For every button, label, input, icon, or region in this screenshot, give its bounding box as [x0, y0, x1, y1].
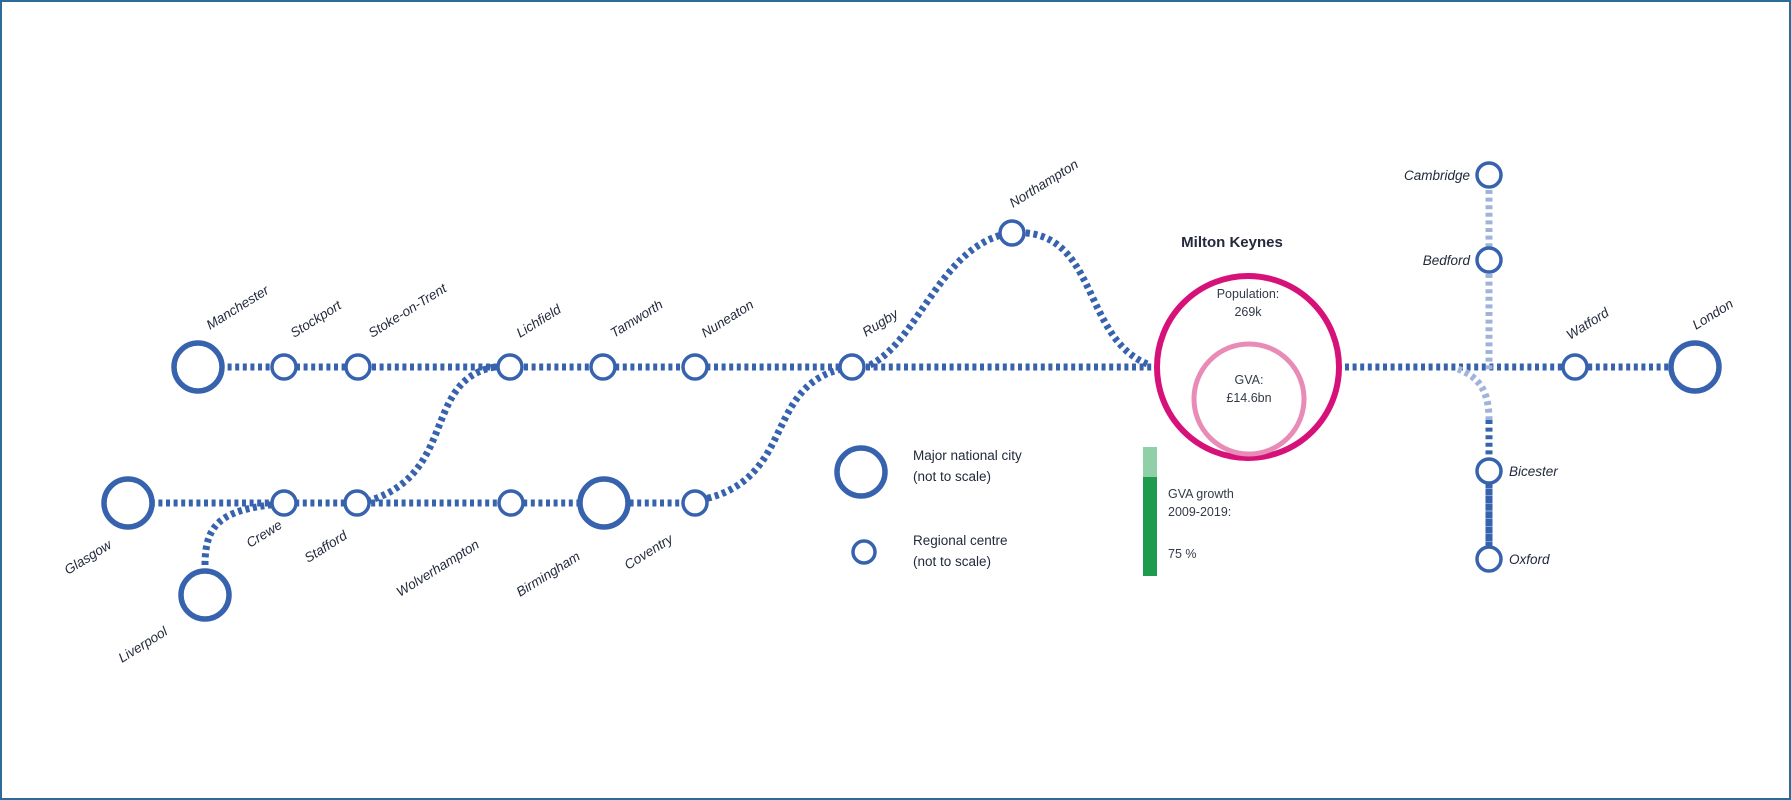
- track-junction-curve: [1456, 365, 1493, 421]
- label-stockport: Stockport: [288, 297, 345, 341]
- label-nuneaton: Nuneaton: [699, 297, 757, 341]
- label-manchester: Manchester: [204, 282, 272, 332]
- track-northampton-loop: [868, 229, 1152, 369]
- station-labels: Manchester Stockport Stoke-on-Trent Lich…: [62, 156, 1736, 665]
- legend-major-line2: (not to scale): [913, 469, 991, 484]
- label-northampton: Northampton: [1007, 156, 1081, 210]
- label-bedford: Bedford: [1423, 253, 1471, 268]
- growth-value: 75 %: [1168, 547, 1197, 561]
- population-label: Population:: [1217, 287, 1280, 301]
- label-crewe: Crewe: [244, 517, 285, 550]
- station-wolverhampton: [497, 489, 525, 517]
- label-glasgow: Glasgow: [62, 536, 116, 577]
- station-london: [1668, 340, 1722, 394]
- station-stafford: [343, 489, 371, 517]
- label-cambridge: Cambridge: [1404, 168, 1470, 183]
- station-coventry: [681, 489, 709, 517]
- label-lichfield: Lichfield: [514, 301, 564, 340]
- label-stoke-on-trent: Stoke-on-Trent: [366, 280, 451, 341]
- population-value: 269k: [1234, 305, 1262, 319]
- station-liverpool: [178, 568, 232, 622]
- milton-keynes-feature: Milton Keynes Population: 269k GVA: £14.…: [1143, 234, 1342, 576]
- track-coventry-rugby: [699, 363, 853, 504]
- station-manchester: [171, 340, 225, 394]
- milton-keynes-title: Milton Keynes: [1181, 234, 1283, 251]
- label-tamworth: Tamworth: [608, 297, 666, 341]
- station-rugby: [838, 353, 866, 381]
- growth-label-2: 2009-2019:: [1168, 505, 1231, 519]
- label-rugby: Rugby: [860, 305, 902, 339]
- label-london: London: [1690, 296, 1736, 333]
- station-oxford: [1475, 545, 1503, 573]
- station-nuneaton: [681, 353, 709, 381]
- label-watford: Watford: [1564, 305, 1612, 343]
- gva-label: GVA:: [1235, 373, 1264, 387]
- label-liverpool: Liverpool: [116, 623, 171, 665]
- station-birmingham: [577, 476, 631, 530]
- track-liverpool-spur: [201, 499, 291, 566]
- legend-regional-centre-icon: [851, 539, 877, 565]
- growth-label-1: GVA growth: [1168, 487, 1234, 501]
- tracks: [128, 190, 1670, 566]
- station-bicester: [1475, 457, 1503, 485]
- legend-major-line1: Major national city: [913, 448, 1022, 463]
- station-bedford: [1475, 246, 1503, 274]
- station-crewe: [270, 489, 298, 517]
- label-coventry: Coventry: [622, 531, 677, 573]
- growth-bar-top: [1143, 447, 1157, 477]
- label-birmingham: Birmingham: [514, 549, 583, 600]
- legend: Major national city (not to scale) Regio…: [834, 445, 1022, 569]
- stations: [101, 161, 1722, 622]
- station-lichfield: [496, 353, 524, 381]
- station-stockport: [270, 353, 298, 381]
- station-glasgow: [101, 476, 155, 530]
- label-oxford: Oxford: [1509, 552, 1550, 567]
- gva-value: £14.6bn: [1226, 391, 1271, 405]
- legend-major-city-icon: [834, 445, 888, 499]
- station-watford: [1561, 353, 1589, 381]
- station-tamworth: [589, 353, 617, 381]
- growth-bar: [1143, 477, 1157, 576]
- station-stoke-on-trent: [344, 353, 372, 381]
- track-stafford-lichfield: [359, 363, 496, 507]
- station-cambridge: [1475, 161, 1503, 189]
- gva-ring: [1191, 341, 1307, 457]
- label-wolverhampton: Wolverhampton: [394, 537, 482, 600]
- station-northampton: [998, 219, 1026, 247]
- legend-regional-line1: Regional centre: [913, 533, 1008, 548]
- legend-regional-line2: (not to scale): [913, 554, 991, 569]
- label-bicester: Bicester: [1509, 464, 1558, 479]
- label-stafford: Stafford: [302, 528, 350, 566]
